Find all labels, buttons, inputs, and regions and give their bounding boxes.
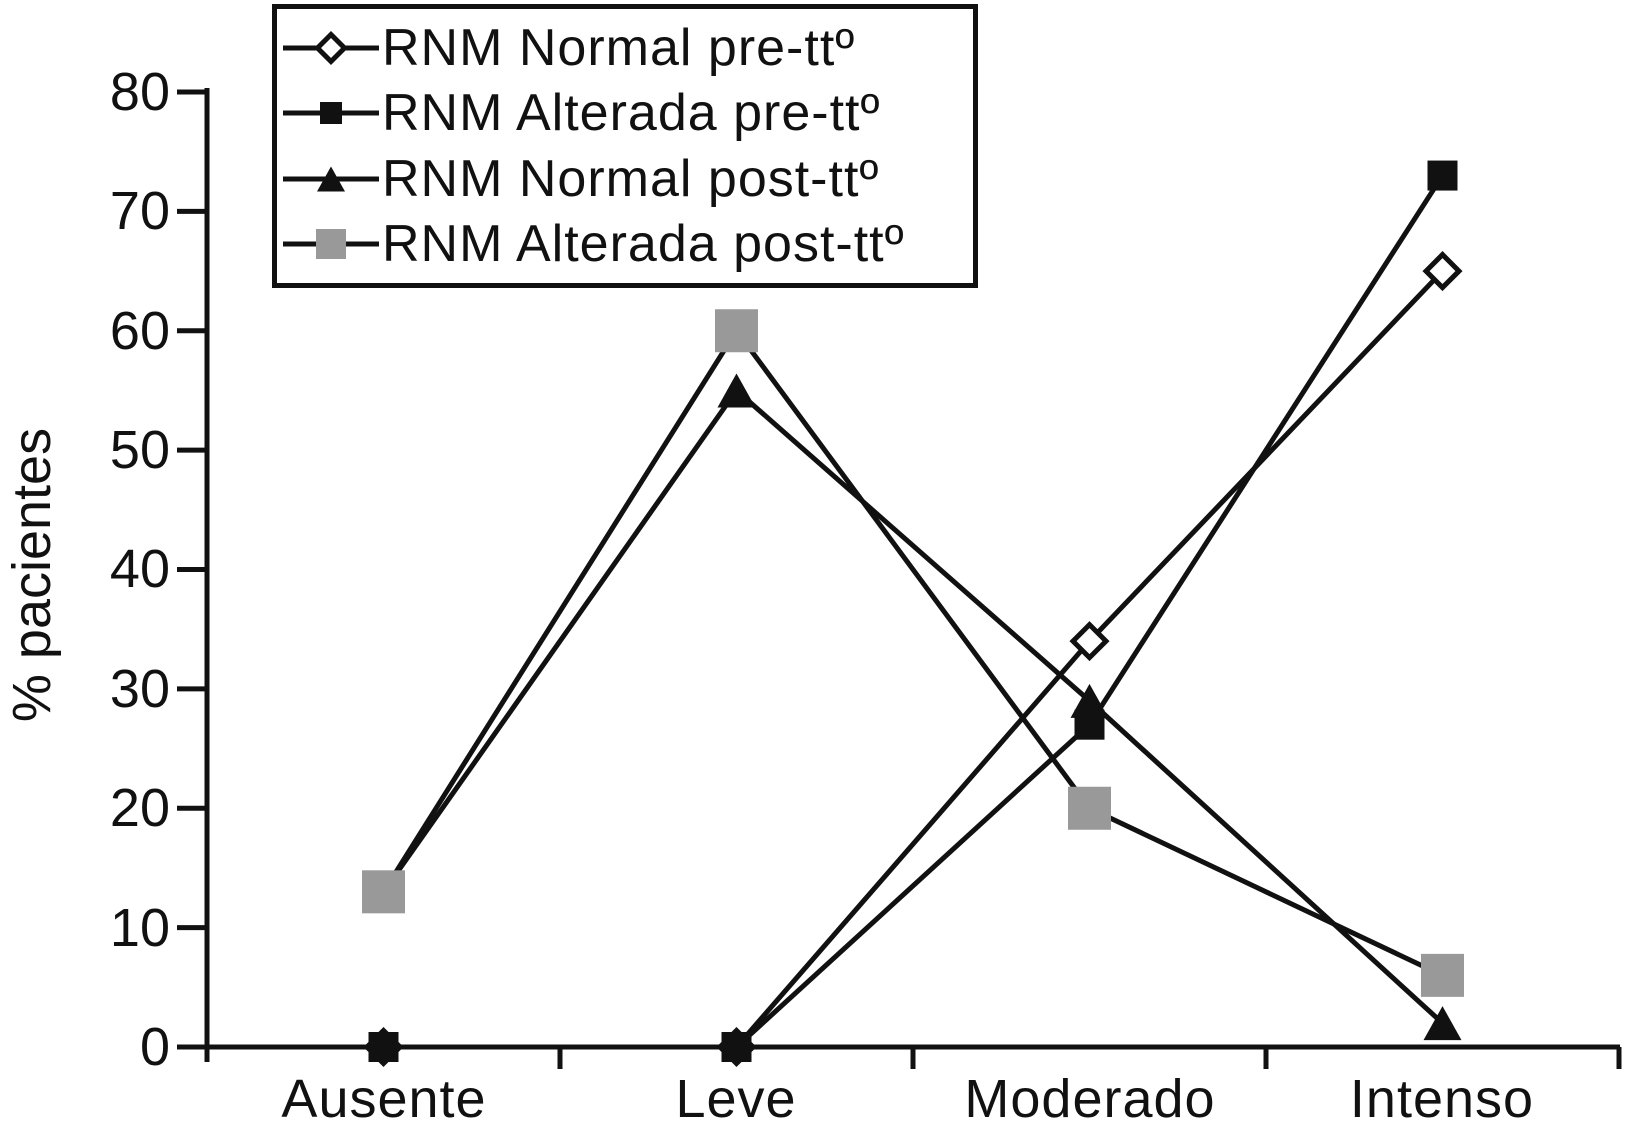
gray-square-icon (283, 229, 379, 260)
filled-triangle-marker (717, 373, 756, 408)
open-diamond-marker (1422, 251, 1463, 292)
y-tick-label-30: 30 (109, 659, 170, 719)
filled-square-marker (368, 1032, 399, 1062)
series-line-3 (381, 326, 1444, 978)
open-diamond-marker (313, 30, 349, 65)
y-tick-label-0: 0 (139, 1017, 170, 1077)
filled-square-marker (721, 1032, 752, 1062)
x-category-label-leve: Leve (675, 1069, 797, 1129)
gray-square-marker (362, 870, 405, 914)
legend-label: RNM Normal post-ttº (382, 149, 880, 208)
y-tick-label-50: 50 (109, 420, 170, 480)
series-line-2 (381, 386, 1445, 1025)
legend-label: RNM Alterada pre-ttº (382, 84, 881, 143)
legend-item: RNM Normal post-ttº (277, 148, 973, 210)
y-tick-label-80: 80 (109, 62, 170, 122)
filled-triangle-marker (1070, 683, 1109, 718)
open-diamond-marker (1069, 621, 1110, 662)
y-tick-label-60: 60 (109, 301, 170, 361)
open-diamond-icon (283, 30, 379, 65)
x-category-label-intenso: Intenso (1349, 1069, 1535, 1129)
filled-square-marker (320, 102, 342, 125)
legend: RNM Normal pre-ttº RNM Alterada pre-ttº … (272, 4, 978, 288)
series-line-1 (383, 174, 1445, 1050)
legend-item: RNM Alterada pre-ttº (277, 82, 973, 144)
legend-label: RNM Alterada post-ttº (382, 215, 905, 274)
legend-item: RNM Alterada post-ttº (277, 213, 973, 275)
y-tick-label-70: 70 (109, 181, 170, 241)
gray-square-marker (1068, 786, 1111, 830)
gray-square-marker (1421, 953, 1464, 997)
x-category-label-ausente: Ausente (281, 1069, 487, 1129)
filled-square-icon (283, 102, 379, 125)
gray-square-marker (715, 309, 758, 353)
filled-triangle-icon (283, 166, 379, 192)
series-line-0 (383, 269, 1445, 1050)
filled-square-marker (1427, 160, 1458, 191)
y-tick-label-40: 40 (109, 539, 170, 599)
legend-item: RNM Normal pre-ttº (277, 17, 973, 79)
y-tick-label-10: 10 (109, 898, 170, 958)
filled-triangle-marker (317, 166, 345, 192)
legend-label: RNM Normal pre-ttº (382, 18, 856, 77)
x-category-label-moderado: Moderado (964, 1069, 1216, 1129)
y-tick-label-20: 20 (109, 778, 170, 838)
filled-triangle-marker (1423, 1006, 1462, 1041)
gray-square-marker (316, 229, 346, 260)
